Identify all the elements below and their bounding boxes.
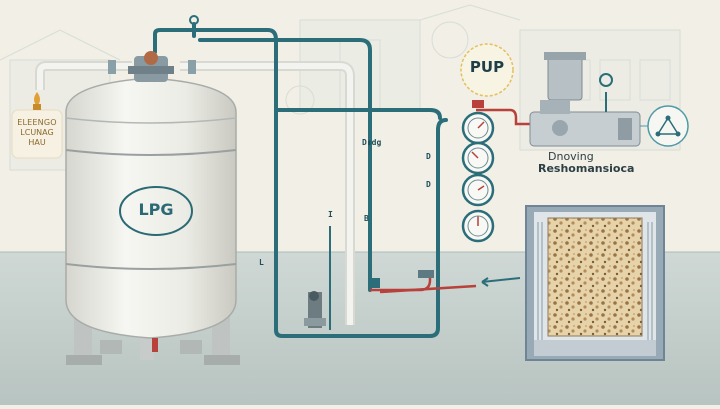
lpg-tank: [65, 51, 240, 365]
pressure-gauge-icon: [461, 100, 495, 243]
pump-label: PUP: [469, 58, 505, 76]
description-line-2: Reshomansioca: [538, 162, 635, 175]
pump-motor-icon: [529, 52, 641, 147]
pipe-tag-l1: L: [259, 258, 264, 267]
pipe-tag-b: B: [364, 214, 369, 223]
gas-flame-badge-icon: [11, 92, 63, 159]
red-pipe: [370, 108, 530, 294]
network-hexagon-icon: [640, 105, 689, 147]
pipe-tag-d1: D: [426, 152, 431, 161]
pipe-tag-l2: I: [328, 210, 333, 219]
pipe-tag-dme: D▮dg: [362, 138, 382, 147]
teal-pipe-network: [153, 22, 448, 338]
badge-line-3: HAU: [28, 138, 46, 147]
valve-icon[interactable]: [304, 226, 434, 330]
badge-line-2: LCUNAG: [20, 128, 54, 137]
badge-line-1: ELEENGO: [17, 118, 57, 127]
sand-filter-panel: [525, 205, 665, 361]
tank-label: LPG: [138, 200, 174, 219]
pump-label-bubble: [460, 43, 514, 97]
vapor-pipe: [35, 60, 355, 325]
pipe-tag-d2: D: [426, 180, 431, 189]
description-line-1: Dnoving: [548, 150, 594, 163]
flow-arrow: [481, 277, 521, 283]
